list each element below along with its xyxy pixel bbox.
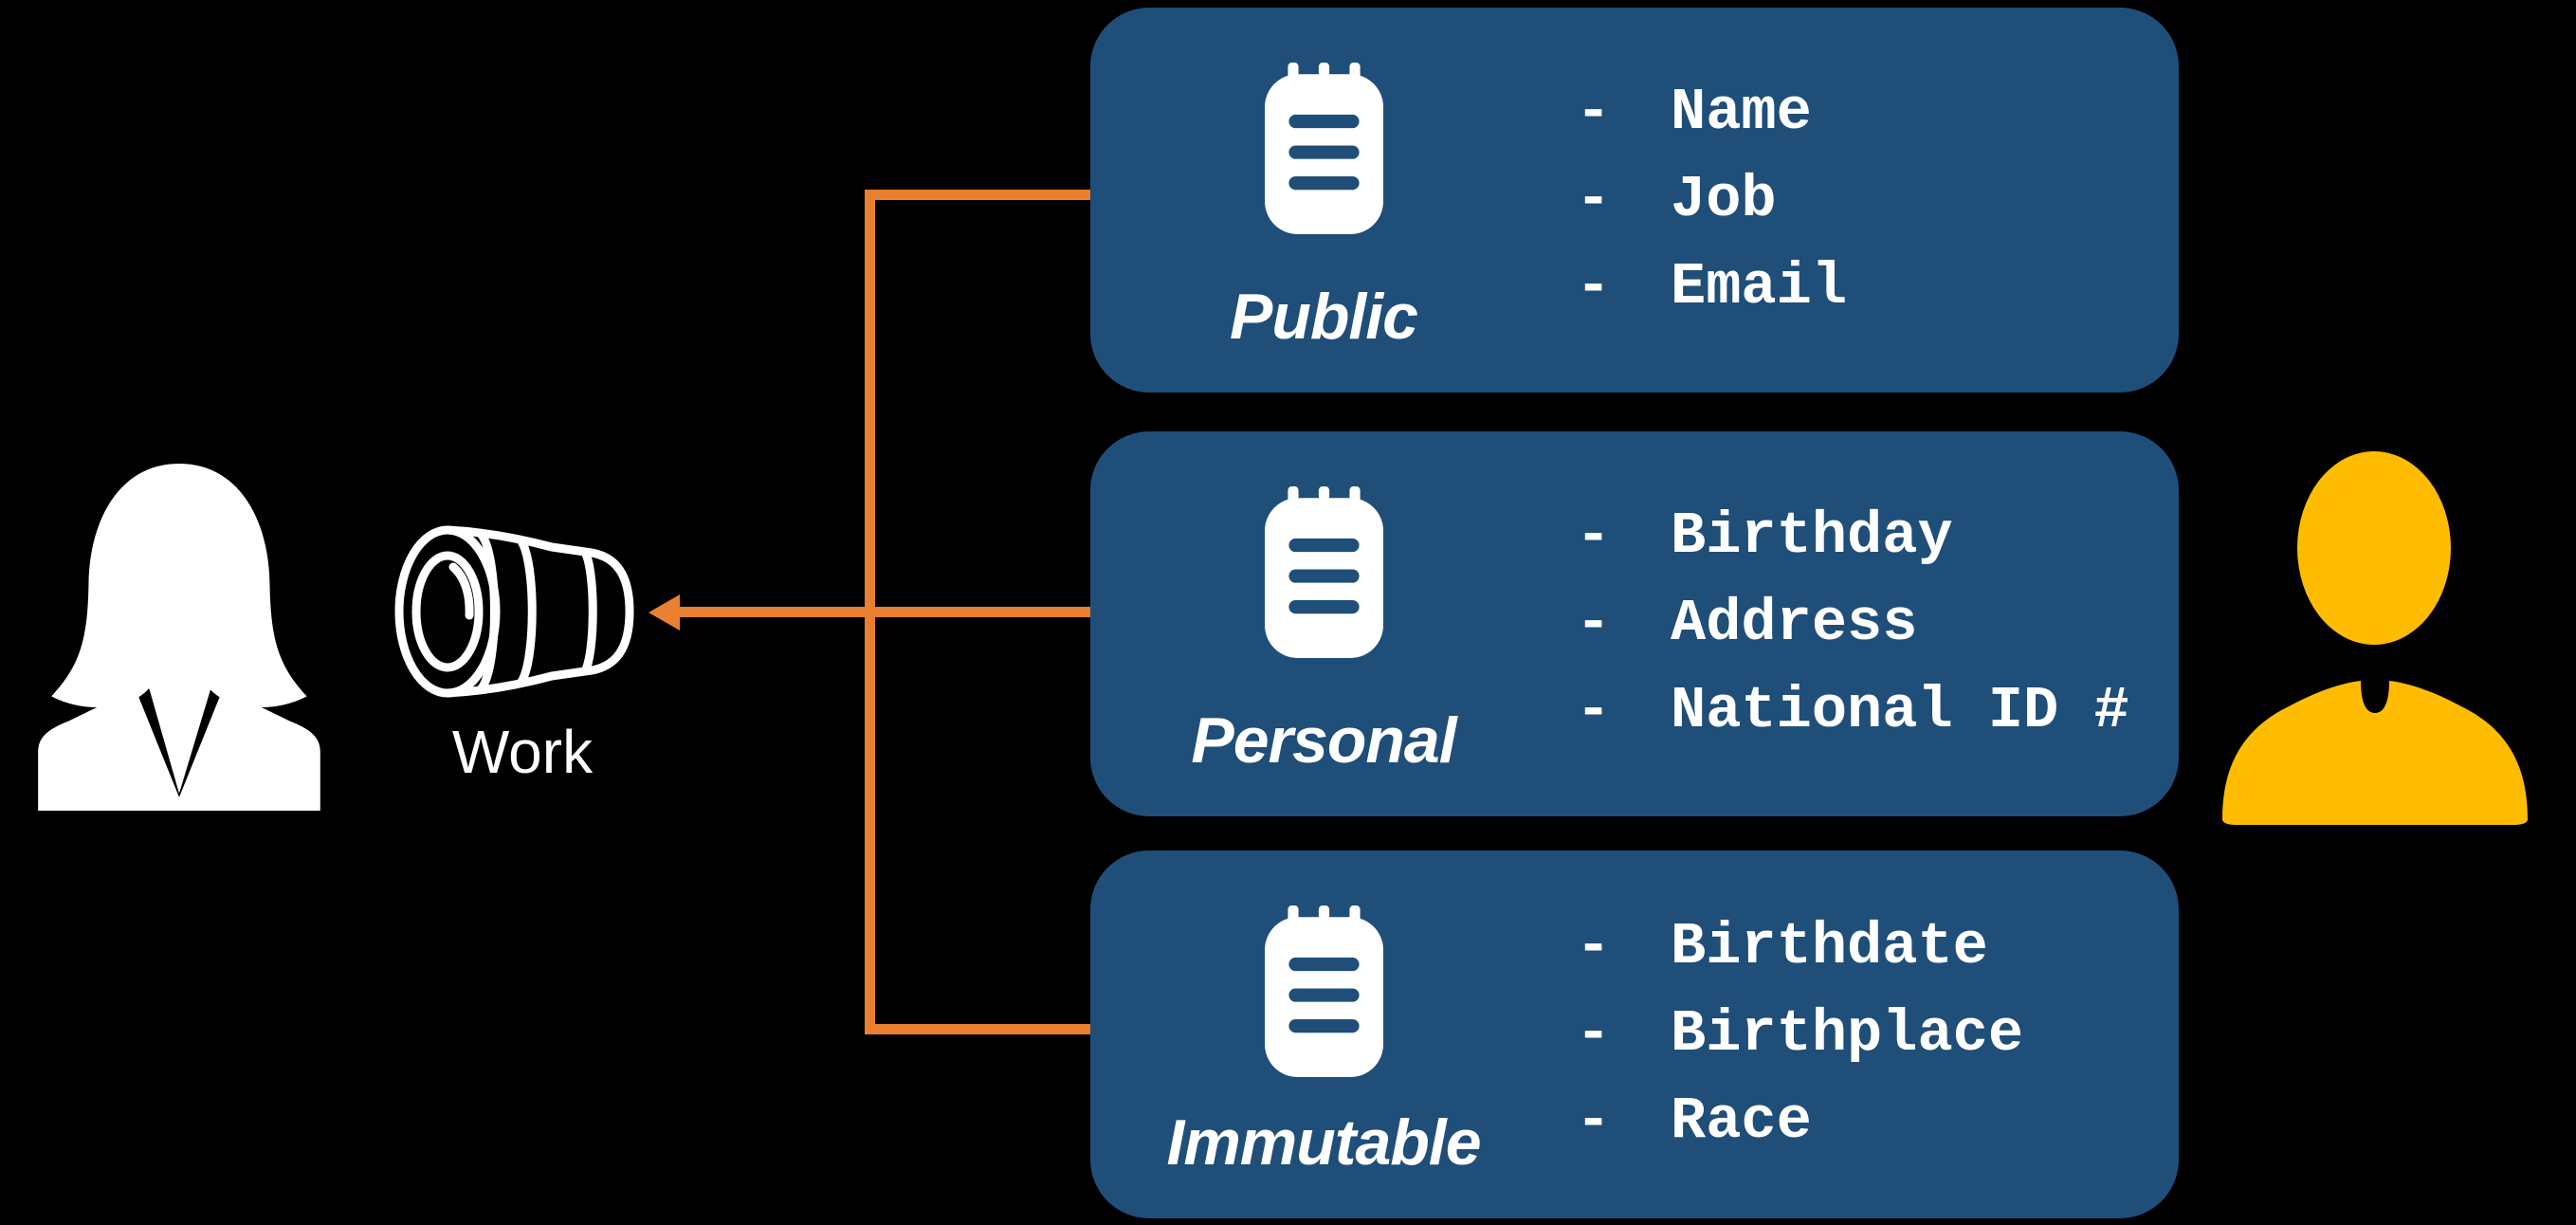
connector-top-branch: [865, 190, 1098, 200]
bullet-dash: -: [1576, 503, 1612, 570]
businesswoman-icon: [38, 464, 320, 811]
item-text: Birthday: [1671, 503, 1953, 570]
businesswoman-hair: [51, 464, 307, 707]
item-text: Birthdate: [1671, 913, 1988, 980]
list-item: -Address: [1576, 580, 2179, 667]
card-personal-left-column: Personal: [1090, 431, 1557, 816]
notepad-icon: [1264, 905, 1383, 1077]
user-icon: [2222, 451, 2528, 825]
card-label: Public: [1229, 281, 1418, 353]
bullet-dash: -: [1576, 913, 1612, 980]
card-personal-items: -Birthday -Address -National ID #: [1557, 431, 2179, 816]
bullet-dash: -: [1576, 677, 1612, 744]
bullet-dash: -: [1576, 253, 1612, 320]
connector-bottom-branch: [865, 1024, 1094, 1034]
bullet-dash: -: [1576, 79, 1612, 146]
bullet-dash: -: [1576, 1000, 1612, 1068]
item-text: Email: [1671, 253, 1848, 320]
list-item: -National ID #: [1576, 667, 2179, 755]
user-shoulders: [2222, 681, 2528, 825]
connector-middle-branch: [677, 607, 1105, 617]
businesswoman-body: [38, 688, 320, 811]
card-public-left-column: Public: [1090, 8, 1557, 393]
user-head: [2297, 451, 2451, 645]
arrowhead-left-icon: [649, 594, 680, 631]
card-public: Public -Name -Job -Email: [1090, 8, 2179, 393]
item-text: Name: [1671, 79, 1812, 146]
businesswoman-neck: [144, 673, 216, 794]
camera-lens-icon: [394, 525, 634, 698]
bullet-dash: -: [1576, 590, 1612, 657]
list-item: -Race: [1576, 1078, 2179, 1165]
bullet-dash: -: [1576, 1088, 1612, 1155]
card-immutable-left-column: Immutable: [1090, 850, 1557, 1218]
card-public-items: -Name -Job -Email: [1557, 8, 2179, 393]
list-item: -Job: [1576, 156, 2179, 244]
notepad-icon: [1264, 63, 1383, 234]
card-personal: Personal -Birthday -Address -National ID…: [1090, 431, 2179, 816]
card-label: Personal: [1191, 704, 1456, 777]
list-item: -Email: [1576, 244, 2179, 331]
item-text: Race: [1671, 1088, 1812, 1155]
card-immutable-items: -Birthdate -Birthplace -Race: [1557, 850, 2179, 1218]
bullet-dash: -: [1576, 166, 1612, 233]
list-item: -Name: [1576, 69, 2179, 156]
item-text: Birthplace: [1671, 1000, 2024, 1068]
list-item: -Birthday: [1576, 493, 2179, 580]
camera-label: Work: [451, 718, 594, 786]
list-item: -Birthplace: [1576, 991, 2179, 1078]
item-text: Job: [1671, 166, 1777, 233]
notepad-icon: [1264, 486, 1383, 658]
item-text: Address: [1671, 590, 1918, 657]
card-immutable: Immutable -Birthdate -Birthplace -Race: [1090, 850, 2179, 1218]
card-label: Immutable: [1166, 1106, 1481, 1179]
item-text: National ID #: [1671, 677, 2129, 744]
list-item: -Birthdate: [1576, 904, 2179, 991]
